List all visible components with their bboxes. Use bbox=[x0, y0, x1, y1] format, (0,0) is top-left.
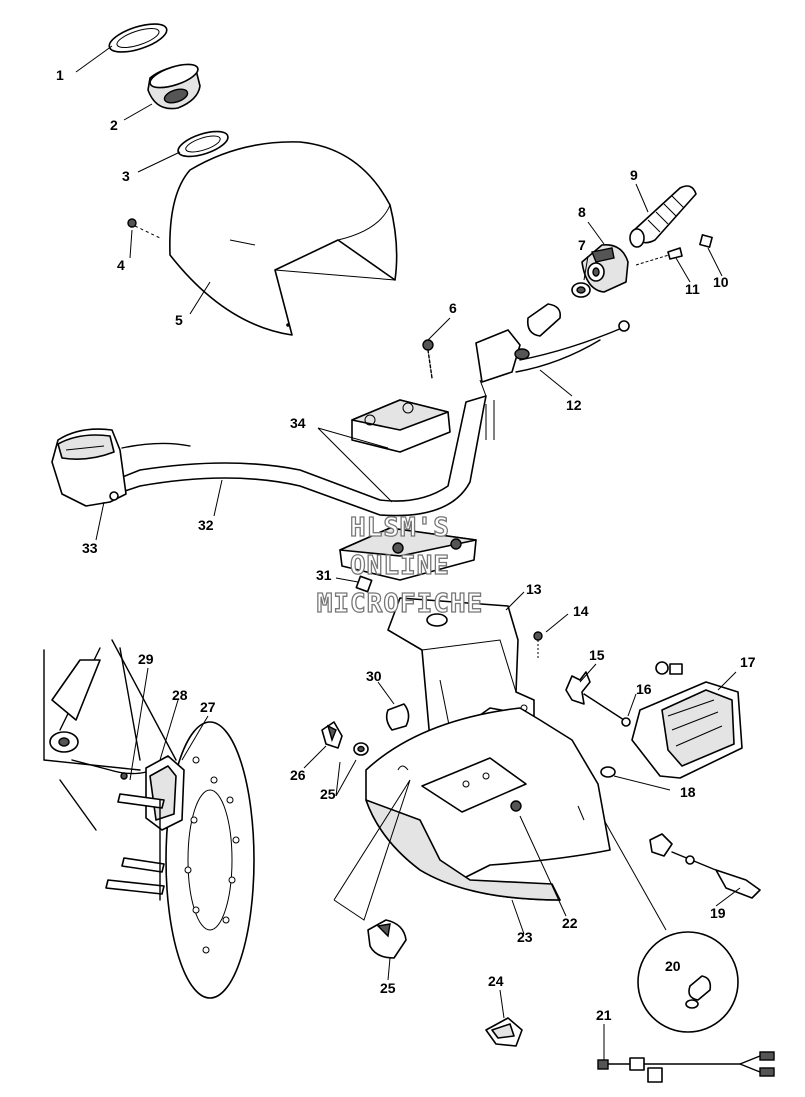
callout-18: 18 bbox=[680, 784, 696, 800]
part-10-nut bbox=[699, 234, 713, 248]
part-4-bolt bbox=[127, 218, 161, 239]
callout-5: 5 bbox=[175, 312, 183, 328]
part-28-brake-caliper bbox=[105, 755, 185, 901]
callout-17: 17 bbox=[740, 654, 756, 670]
callout-13: 13 bbox=[526, 581, 542, 597]
callout-6: 6 bbox=[449, 300, 457, 316]
callout-9: 9 bbox=[630, 167, 638, 183]
watermark-line-2: ONLINE bbox=[350, 551, 450, 581]
part-29-hose bbox=[71, 759, 147, 780]
callout-29: 29 bbox=[138, 651, 154, 667]
part-9-grip bbox=[629, 185, 697, 248]
part-15-adjuster bbox=[565, 671, 625, 721]
part-25-clip-lower bbox=[367, 919, 407, 959]
callout-16: 16 bbox=[636, 681, 652, 697]
callout-25-upper: 25 bbox=[320, 786, 336, 802]
watermark-line-3: MICROFICHE bbox=[317, 589, 484, 619]
part-34-lower-clamp bbox=[339, 527, 477, 581]
part-14-screw bbox=[533, 631, 543, 660]
part-16-screw bbox=[621, 717, 631, 727]
callout-27: 27 bbox=[200, 699, 216, 715]
callout-21: 21 bbox=[596, 1007, 612, 1023]
part-17-headlight bbox=[631, 661, 743, 779]
part-24-clip bbox=[485, 1017, 523, 1047]
callout-11: 11 bbox=[685, 281, 700, 297]
callout-30: 30 bbox=[366, 668, 382, 684]
callout-12: 12 bbox=[566, 397, 582, 413]
part-5-headlight-cover bbox=[169, 141, 398, 336]
callout-28: 28 bbox=[172, 687, 188, 703]
part-22-plate bbox=[421, 757, 527, 813]
callout-15: 15 bbox=[589, 647, 605, 663]
callout-2: 2 bbox=[110, 117, 118, 133]
front-fork bbox=[43, 639, 177, 831]
callout-20: 20 bbox=[665, 958, 681, 974]
part-32-handlebar bbox=[119, 379, 495, 517]
callout-24: 24 bbox=[488, 973, 504, 989]
callout-3: 3 bbox=[122, 168, 130, 184]
callout-4: 4 bbox=[117, 257, 125, 273]
part-3-ring bbox=[177, 130, 229, 158]
callout-7: 7 bbox=[578, 237, 586, 253]
callout-labels: 1 2 3 4 5 6 7 8 9 10 11 12 13 14 15 16 1… bbox=[56, 67, 756, 1023]
part-19-bulb-socket bbox=[649, 833, 761, 899]
part-31-nut bbox=[355, 575, 373, 593]
part-11-screw bbox=[635, 247, 683, 266]
part-18-grommet bbox=[600, 766, 616, 778]
callout-25-lower: 25 bbox=[380, 980, 396, 996]
callout-19: 19 bbox=[710, 905, 726, 921]
part-33-master-cylinder bbox=[51, 428, 191, 507]
part-25-clip-upper bbox=[353, 742, 369, 756]
part-23-front-fender bbox=[365, 707, 611, 901]
part-20-bulb-detail bbox=[603, 819, 739, 1033]
part-1-ring bbox=[108, 23, 168, 53]
part-34-upper-clamp bbox=[351, 399, 451, 453]
callout-22: 22 bbox=[562, 915, 578, 931]
callout-34: 34 bbox=[290, 415, 306, 431]
callout-1: 1 bbox=[56, 67, 64, 83]
callout-10: 10 bbox=[713, 274, 729, 290]
part-6-bolt bbox=[422, 339, 434, 379]
callout-31: 31 bbox=[316, 567, 332, 583]
part-26-clip bbox=[321, 721, 343, 749]
part-2-bushing bbox=[147, 63, 201, 110]
part-30-grommet bbox=[385, 703, 410, 731]
callout-23: 23 bbox=[517, 929, 533, 945]
callout-26: 26 bbox=[290, 767, 306, 783]
part-21-wiring-harness bbox=[597, 1051, 775, 1083]
watermark-line-1: HLSM'S bbox=[350, 513, 450, 543]
callout-32: 32 bbox=[198, 517, 214, 533]
callout-14: 14 bbox=[573, 603, 589, 619]
part-27-brake-disc bbox=[165, 721, 255, 999]
callout-33: 33 bbox=[82, 540, 98, 556]
watermark: HLSM'S ONLINE MICROFICHE bbox=[316, 512, 484, 619]
part-7-washer bbox=[571, 282, 591, 298]
callout-8: 8 bbox=[578, 204, 586, 220]
part-12-brake-lever bbox=[475, 303, 630, 383]
leader-lines bbox=[75, 45, 741, 1060]
part-8-switch-housing bbox=[581, 244, 629, 293]
